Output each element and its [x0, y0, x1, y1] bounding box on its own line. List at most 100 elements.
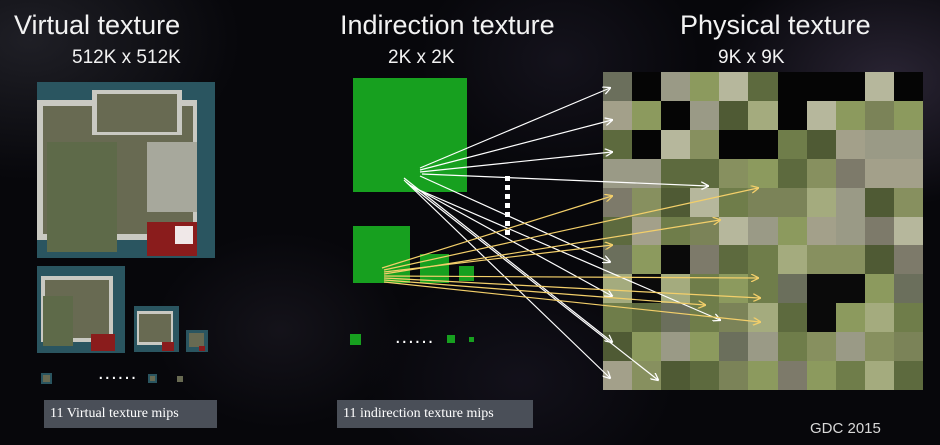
physical-tile [661, 245, 691, 275]
physical-tile [661, 303, 691, 333]
physical-tile [835, 361, 866, 391]
physical-tile [777, 216, 808, 246]
physical-tile [777, 274, 808, 304]
physical-tile [719, 274, 749, 304]
mapping-arrow-white [421, 173, 708, 186]
physical-tile [806, 100, 837, 131]
virtual-texture-tiny-mip [148, 374, 157, 383]
mapping-arrow-white [403, 177, 612, 342]
physical-tile [893, 216, 924, 246]
gdc-footer: GDC 2015 [810, 420, 881, 437]
physical-tile [661, 274, 691, 304]
physical-tile [806, 274, 837, 304]
physical-tile [748, 216, 779, 246]
physical-tile [806, 303, 837, 333]
mapping-arrow-yellow [383, 188, 758, 271]
physical-tile [777, 100, 808, 131]
physical-tile [661, 100, 691, 131]
vertical-ellipsis [505, 176, 510, 236]
physical-tile [719, 361, 749, 391]
physical-tile [893, 158, 924, 189]
mapping-arrow-yellow [383, 220, 720, 275]
physical-tile [893, 303, 924, 333]
physical-tile [864, 245, 895, 275]
physical-texture-grid [603, 72, 924, 391]
physical-tile [806, 332, 837, 362]
physical-tile [748, 72, 779, 102]
physical-tile [835, 332, 866, 362]
indirection-tiny-mip [469, 337, 474, 342]
physical-tile [632, 332, 662, 362]
indirection-mips-caption: 11 indirection texture mips [337, 400, 533, 428]
virtual-texture-mip2 [134, 306, 179, 352]
physical-tile [835, 216, 866, 246]
physical-tile [835, 245, 866, 275]
physical-tile [864, 216, 895, 246]
physical-tile [864, 274, 895, 304]
physical-tile [661, 216, 691, 246]
physical-tile [748, 129, 779, 160]
indirection-texture-size: 2K x 2K [388, 47, 455, 68]
physical-tile [661, 361, 691, 391]
physical-tile [690, 245, 720, 275]
physical-tile [806, 361, 837, 391]
mapping-arrow-white [419, 175, 610, 262]
physical-tile [719, 216, 749, 246]
virtual-texture-size: 512K x 512K [72, 47, 181, 68]
physical-tile [632, 100, 662, 131]
physical-tile [748, 158, 779, 189]
physical-tile [748, 245, 779, 275]
physical-tile [864, 187, 895, 218]
physical-tile [806, 72, 837, 102]
physical-tile [748, 100, 779, 131]
mapping-arrow-yellow [383, 281, 760, 322]
physical-tile [632, 303, 662, 333]
physical-tile [748, 332, 779, 362]
physical-tile [661, 158, 691, 189]
physical-tile [719, 72, 749, 102]
physical-tile [835, 303, 866, 333]
physical-tile [690, 129, 720, 160]
indirection-texture-title: Indirection texture [340, 10, 555, 40]
physical-tile [893, 361, 924, 391]
physical-tile [835, 72, 866, 102]
mapping-arrow-white [405, 181, 658, 380]
physical-tile [835, 129, 866, 160]
physical-tile [632, 72, 662, 102]
physical-tile [777, 72, 808, 102]
physical-tile [864, 158, 895, 189]
physical-tile [893, 72, 924, 102]
physical-tile [893, 187, 924, 218]
physical-texture-size: 9K x 9K [718, 47, 785, 68]
physical-tile [690, 100, 720, 131]
physical-tile [806, 245, 837, 275]
mapping-arrow-white [419, 88, 610, 169]
virtual-mips-caption: 11 Virtual texture mips [44, 400, 217, 428]
physical-tile [632, 129, 662, 160]
virtual-texture-tiny-mip [41, 373, 52, 384]
physical-tile [777, 303, 808, 333]
virtual-mips-ellipsis: ...... [98, 362, 138, 384]
mapping-arrow-white [407, 183, 612, 296]
physical-texture-title: Physical texture [680, 10, 871, 40]
mapping-arrow-white [419, 120, 612, 171]
physical-tile [806, 216, 837, 246]
virtual-texture-mip3 [186, 330, 208, 352]
physical-tile [864, 332, 895, 362]
physical-tile [690, 274, 720, 304]
physical-tile [661, 129, 691, 160]
virtual-texture-mip0 [37, 82, 215, 258]
indirection-mip1 [353, 226, 410, 283]
mapping-arrow-yellow [383, 277, 760, 298]
physical-tile [806, 158, 837, 189]
physical-tile [719, 100, 749, 131]
indirection-tiny-mip [447, 335, 455, 343]
physical-tile [603, 187, 633, 218]
indirection-mips-ellipsis: ...... [395, 326, 435, 348]
virtual-texture-tiny-mip [177, 376, 183, 382]
physical-tile [632, 245, 662, 275]
mapping-arrow-yellow [383, 276, 758, 278]
physical-tile [777, 361, 808, 391]
physical-tile [719, 187, 749, 218]
